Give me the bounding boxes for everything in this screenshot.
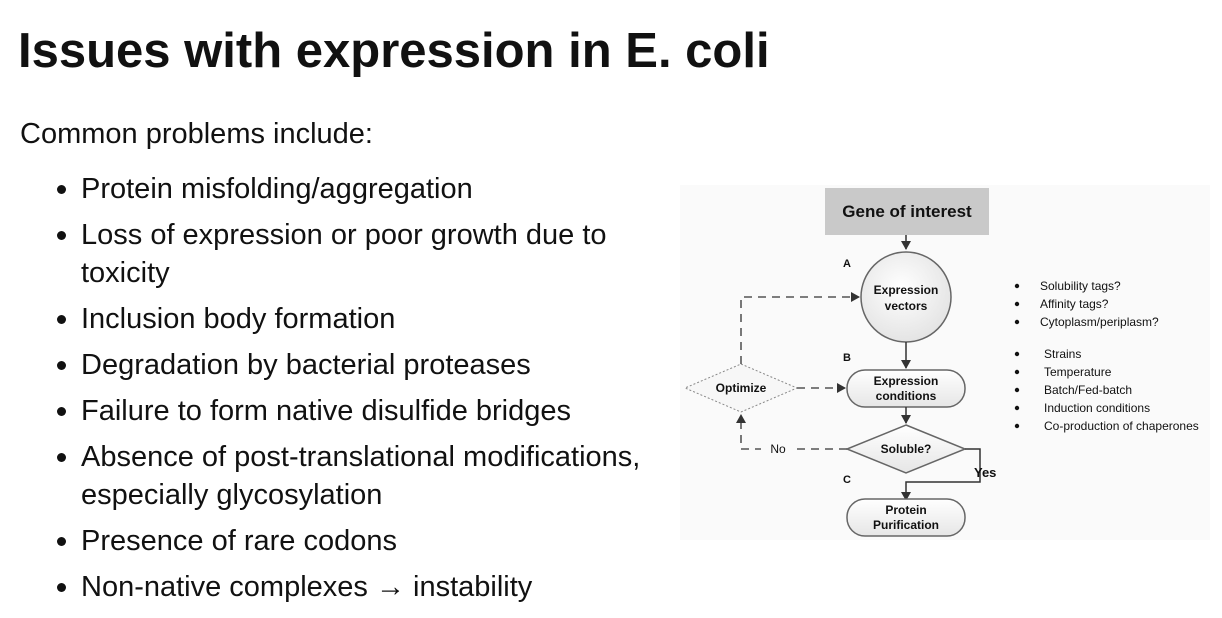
- dashed-arrow-optimize-to-vectors: [740, 292, 860, 364]
- expression-vectors-label-2: vectors: [885, 299, 928, 313]
- expression-flowchart: Gene of interest A B C Expression vector…: [680, 185, 1210, 540]
- optimize-node: [683, 363, 799, 413]
- list-item: Non-native complexes → instability: [54, 568, 694, 606]
- list-item: Inclusion body formation: [54, 300, 694, 338]
- note-bullet: [1014, 369, 1020, 375]
- note-item: Co-production of chaperones: [1044, 419, 1199, 433]
- step-a-letter: A: [843, 258, 851, 270]
- vector-notes-list: Solubility tags? Affinity tags? Cytoplas…: [1014, 279, 1159, 329]
- expression-conditions-label-2: conditions: [876, 389, 937, 403]
- step-c-letter: C: [843, 474, 851, 486]
- step-b-letter: B: [843, 352, 851, 364]
- problem-list: Protein misfolding/aggregation Loss of e…: [54, 170, 694, 614]
- note-bullet: [1014, 387, 1020, 393]
- soluble-decision: [845, 424, 967, 474]
- condition-notes-list: Strains Temperature Batch/Fed-batch Indu…: [1014, 347, 1199, 433]
- note-item: Induction conditions: [1044, 401, 1150, 415]
- no-label: No: [770, 442, 786, 456]
- note-bullet: [1014, 423, 1020, 429]
- list-item: Presence of rare codons: [54, 522, 694, 560]
- list-item: Absence of post-translational modificati…: [54, 438, 694, 514]
- list-item: Failure to form native disulfide bridges: [54, 392, 694, 430]
- gene-box-label: Gene of interest: [842, 202, 972, 221]
- list-item: Degradation by bacterial proteases: [54, 346, 694, 384]
- protein-purification-node: [846, 498, 966, 537]
- expression-conditions-label-1: Expression: [874, 374, 939, 388]
- dashed-arrow-no-to-optimize: [736, 414, 847, 450]
- note-item: Cytoplasm/periplasm?: [1040, 315, 1159, 329]
- purification-label-2: Purification: [873, 518, 939, 532]
- expression-vectors-node: [860, 251, 952, 343]
- soluble-label: Soluble?: [881, 442, 932, 456]
- yes-label: Yes: [974, 465, 996, 480]
- note-item: Batch/Fed-batch: [1044, 383, 1132, 397]
- note-item: Solubility tags?: [1040, 279, 1121, 293]
- note-bullet: [1014, 351, 1020, 357]
- expression-vectors-label-1: Expression: [874, 283, 939, 297]
- flowchart-svg: Gene of interest A B C Expression vector…: [683, 188, 1199, 537]
- note-bullet: [1014, 319, 1020, 325]
- no-label-bg: [761, 441, 795, 456]
- list-item: Protein misfolding/aggregation: [54, 170, 694, 208]
- note-bullet: [1014, 405, 1020, 411]
- arrow-yes-to-purification: [901, 448, 981, 501]
- note-bullet: [1014, 283, 1020, 289]
- note-bullet: [1014, 301, 1020, 307]
- optimize-label: Optimize: [716, 381, 767, 395]
- gene-box: [825, 188, 989, 235]
- purification-label-1: Protein: [885, 503, 926, 517]
- intro-text: Common problems include:: [20, 118, 373, 150]
- note-item: Affinity tags?: [1040, 297, 1109, 311]
- slide-title: Issues with expression in E. coli: [18, 24, 770, 78]
- note-item: Temperature: [1044, 365, 1112, 379]
- list-item: Loss of expression or poor growth due to…: [54, 216, 694, 292]
- note-item: Strains: [1044, 347, 1081, 361]
